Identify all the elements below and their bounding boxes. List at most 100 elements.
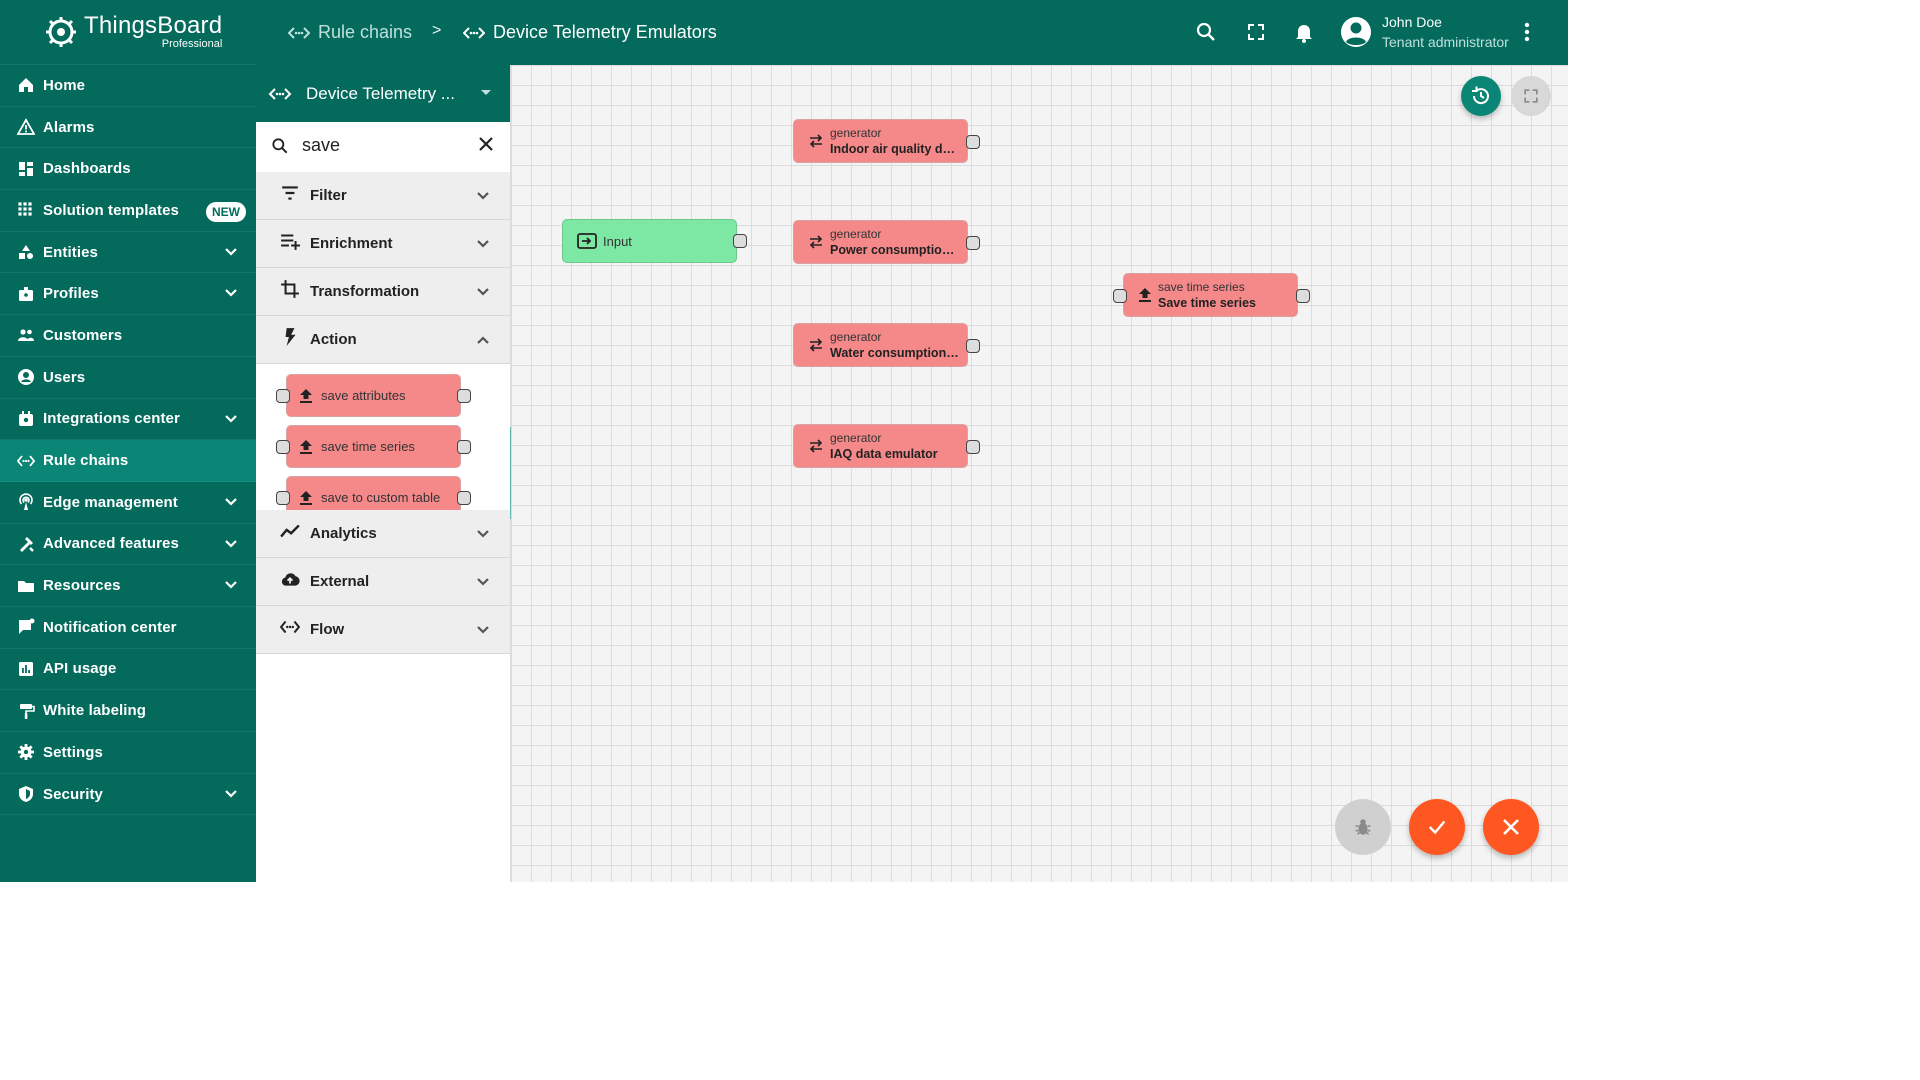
input-node[interactable]: Input xyxy=(562,219,747,263)
search-input[interactable] xyxy=(300,134,464,157)
sidebar-item-api-usage[interactable]: API usage xyxy=(0,649,256,691)
node-library-panel: Device Telemetry ... FilterEnrichmentTra… xyxy=(256,65,511,882)
expand-toggle[interactable] xyxy=(224,577,238,595)
output-port xyxy=(457,389,471,403)
rule-chain-name: Device Telemetry ... xyxy=(306,83,455,103)
sidebar-item-resources[interactable]: Resources xyxy=(0,565,256,607)
user-name: John Doe xyxy=(1382,14,1442,30)
save-time-series-node[interactable]: save time series Save time series xyxy=(1113,273,1310,317)
input-port[interactable] xyxy=(1113,289,1127,303)
sidebar-item-home[interactable]: Home xyxy=(0,65,256,107)
sidebar-item-users[interactable]: Users xyxy=(0,357,256,399)
generator-node[interactable]: generator IAQ data emulator xyxy=(793,424,980,468)
expand-toggle[interactable] xyxy=(224,494,238,512)
expand-toggle[interactable] xyxy=(476,526,490,544)
category-filter[interactable]: Filter xyxy=(256,172,510,220)
sidebar-item-advanced-features[interactable]: Advanced features xyxy=(0,524,256,566)
expand-toggle[interactable] xyxy=(224,285,238,303)
node-name: IAQ data emulator xyxy=(830,447,938,461)
chevron-down-icon xyxy=(477,626,489,634)
category-transformation[interactable]: Transformation xyxy=(256,268,510,316)
expand-toggle[interactable] xyxy=(476,332,490,350)
expand-toggle[interactable] xyxy=(476,188,490,206)
sidebar-item-edge-management[interactable]: Edge management xyxy=(0,482,256,524)
input-port xyxy=(276,491,290,505)
fullscreen-icon[interactable] xyxy=(1244,20,1268,44)
category-action[interactable]: Action xyxy=(256,316,510,364)
sidebar-item-label: Rule chains xyxy=(43,452,129,470)
sidebar-item-label: API usage xyxy=(43,660,117,678)
notification-icon xyxy=(19,618,35,635)
category-flow[interactable]: Flow xyxy=(256,606,510,654)
logo[interactable]: ThingsBoard Professional xyxy=(0,0,256,65)
sidebar-item-profiles[interactable]: Profiles xyxy=(0,273,256,316)
more-vert-icon[interactable] xyxy=(1520,20,1534,44)
sidebar-item-white-labeling[interactable]: White labeling xyxy=(0,690,256,732)
library-node[interactable]: save time series xyxy=(276,425,471,468)
output-port[interactable] xyxy=(966,135,980,149)
sidebar-item-label: Resources xyxy=(43,577,121,595)
caret-down-icon xyxy=(481,90,491,95)
generator-node[interactable]: generator Water consumption d... xyxy=(793,323,980,367)
expand-toggle[interactable] xyxy=(476,574,490,592)
enrichment-icon xyxy=(281,234,300,250)
sidebar-item-settings[interactable]: Settings xyxy=(0,732,256,774)
sidebar-item-customers[interactable]: Customers xyxy=(0,315,256,357)
swap-horiz-icon xyxy=(809,338,823,352)
dashboard-icon xyxy=(17,160,35,178)
expand-toggle[interactable] xyxy=(476,236,490,254)
sidebar-item-label: Notification center xyxy=(43,618,177,636)
notifications-icon[interactable] xyxy=(1292,20,1316,44)
category-label: Filter xyxy=(310,187,347,204)
generator-node[interactable]: generator Indoor air quality data... xyxy=(793,119,980,163)
expand-toggle[interactable] xyxy=(476,622,490,640)
upload-icon xyxy=(300,490,312,505)
close-icon[interactable] xyxy=(478,136,494,152)
version-history-button[interactable] xyxy=(1461,76,1501,116)
rule-chain-selector[interactable]: Device Telemetry ... xyxy=(256,65,510,122)
sidebar-item-security[interactable]: Security xyxy=(0,774,256,816)
output-port[interactable] xyxy=(733,234,747,248)
sidebar-item-entities[interactable]: Entities xyxy=(0,232,256,274)
output-port[interactable] xyxy=(966,440,980,454)
library-node[interactable]: save attributes xyxy=(276,374,471,417)
category-enrichment[interactable]: Enrichment xyxy=(256,220,510,268)
avatar[interactable] xyxy=(1340,16,1372,48)
cloud-upload-icon xyxy=(281,573,300,586)
expand-toggle[interactable] xyxy=(224,536,238,554)
sidebar-item-notification-center[interactable]: Notification center xyxy=(0,607,256,649)
expand-toggle[interactable] xyxy=(476,284,490,302)
expand-toggle[interactable] xyxy=(224,244,238,262)
output-port[interactable] xyxy=(966,236,980,250)
output-port[interactable] xyxy=(966,339,980,353)
chevron-down-icon xyxy=(225,498,237,506)
warning-icon xyxy=(17,118,35,135)
generator-node[interactable]: generator Power consumption d... xyxy=(793,220,980,264)
breadcrumb-current-label: Device Telemetry Emulators xyxy=(493,22,717,42)
debug-mode-button[interactable] xyxy=(1335,799,1391,855)
expand-toggle[interactable] xyxy=(224,786,238,804)
search-icon[interactable] xyxy=(1194,20,1218,44)
rule-chain-canvas[interactable]: Input generator Indoor air quality data.… xyxy=(511,65,1568,882)
sidebar-item-label: Dashboards xyxy=(43,160,131,178)
sidebar-item-alarms[interactable]: Alarms xyxy=(0,107,256,149)
sidebar-item-label: Home xyxy=(43,76,86,94)
check-icon xyxy=(1428,820,1446,835)
breadcrumb-separator: > xyxy=(432,22,442,39)
expand-toggle[interactable] xyxy=(224,411,238,429)
chevron-down-icon xyxy=(477,578,489,586)
sidebar-item-dashboards[interactable]: Dashboards xyxy=(0,148,256,191)
sidebar-item-rule-chains[interactable]: Rule chains xyxy=(0,440,256,482)
sidebar-item-integrations-center[interactable]: Integrations center xyxy=(0,399,256,441)
apply-changes-button[interactable] xyxy=(1409,799,1465,855)
canvas-fullscreen-button[interactable] xyxy=(1511,76,1551,116)
revert-changes-button[interactable] xyxy=(1483,799,1539,855)
category-analytics[interactable]: Analytics xyxy=(256,510,510,558)
breadcrumb-rule-chains[interactable]: Rule chains xyxy=(288,22,412,43)
breadcrumb-root-label: Rule chains xyxy=(318,22,413,42)
category-external[interactable]: External xyxy=(256,558,510,606)
flash-icon xyxy=(285,328,296,346)
output-port[interactable] xyxy=(1296,289,1310,303)
output-port xyxy=(457,440,471,454)
